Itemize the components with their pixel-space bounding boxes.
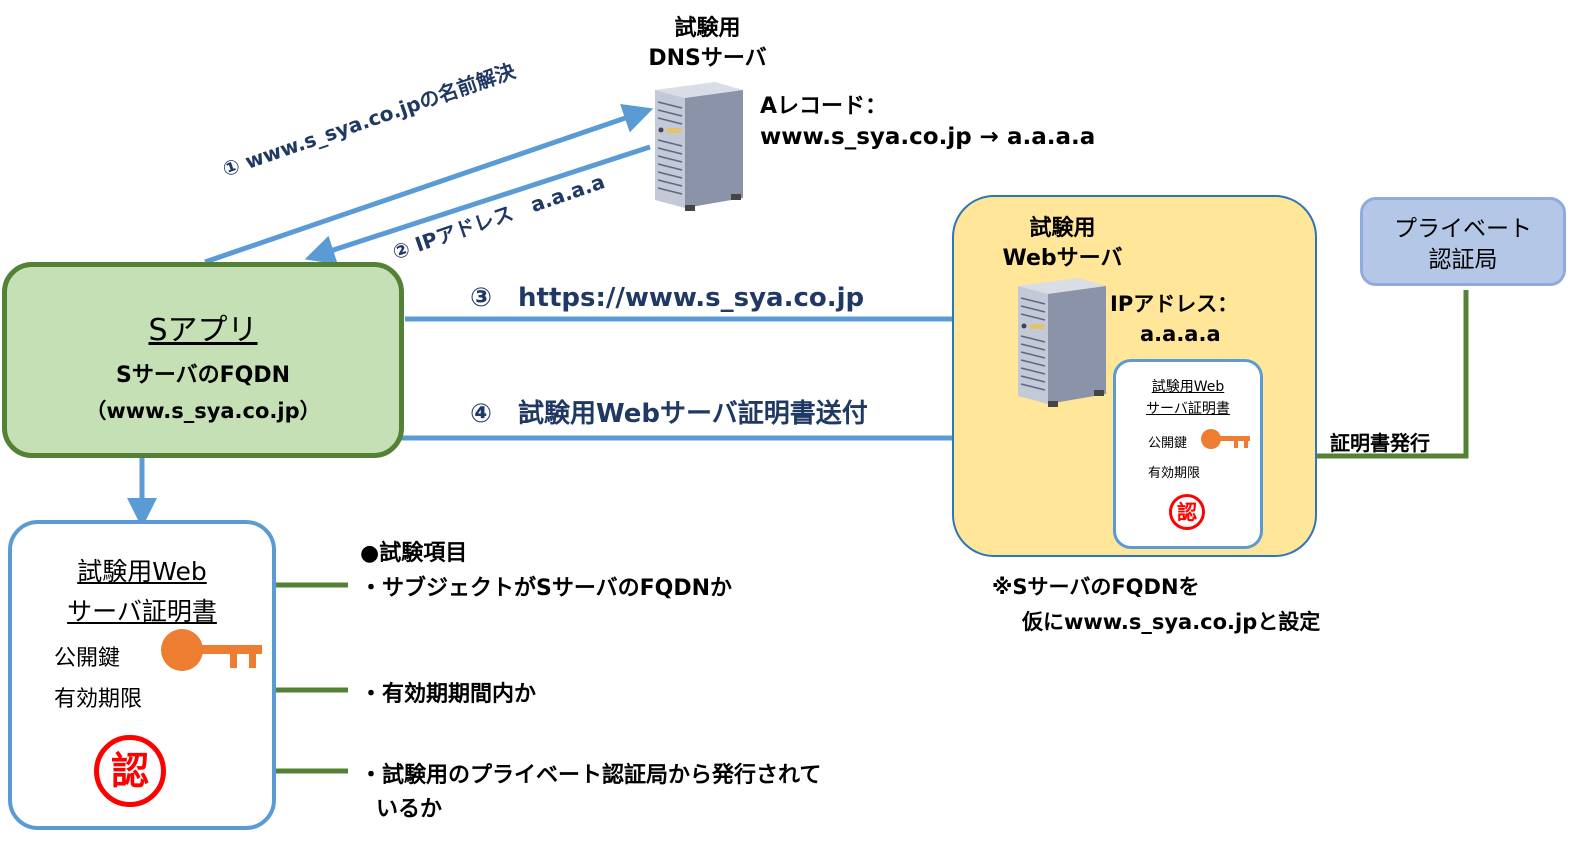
arrow-step2 <box>304 144 651 265</box>
note-line2: 仮にwww.s_sya.co.jpと設定 <box>1022 610 1321 634</box>
s-app-box: Sアプリ SサーバのFQDN （www.s_sya.co.jp） <box>2 262 404 458</box>
private-ca-line1: プライベート <box>1394 216 1532 242</box>
test-item-issuer: ・試験用のプライベート認証局から発行されて <box>360 763 822 788</box>
private-ca-box: プライベート 認証局 <box>1360 197 1566 286</box>
dns-record-value: www.s_sya.co.jp → a.a.a.a <box>760 124 1096 150</box>
s-app-fqdn: SサーバのFQDN <box>115 363 291 388</box>
big-cert-validity: 有効期限 <box>54 687 143 712</box>
web-cert-validity: 有効期限 <box>1148 466 1201 481</box>
web-cert-key-icon <box>1201 429 1250 449</box>
web-cert-pubkey: 公開鍵 <box>1148 436 1188 451</box>
web-cert-seal: 認 <box>1169 494 1205 530</box>
test-item-subject: ・サブジェクトがSサーバのFQDNか <box>360 576 733 601</box>
cert-issue-label: 証明書発行 <box>1330 431 1430 455</box>
test-item-validity: ・有効期期間内か <box>360 682 537 707</box>
web-cert-seal-text: 認 <box>1177 500 1197 524</box>
big-cert-title-line1: 試験用Web <box>77 557 207 586</box>
s-app-title: Sアプリ <box>148 313 258 348</box>
tests-heading: ●試験項目 <box>360 541 468 566</box>
private-ca-line2: 認証局 <box>1428 247 1498 273</box>
web-ip-label: IPアドレス： <box>1110 292 1239 316</box>
dns-title-line2: DNSサーバ <box>648 46 767 71</box>
s-app-domain: （www.s_sya.co.jp） <box>85 399 321 423</box>
dns-record-label: Aレコード： <box>760 94 888 119</box>
arrow-ca-issue <box>1258 290 1469 471</box>
web-ip-value: a.a.a.a <box>1140 322 1221 346</box>
dns-server-icon <box>655 82 743 211</box>
step4-label: ④ 試験用Webサーバ証明書送付 <box>470 399 868 429</box>
dns-title: 試験用 DNSサーバ <box>615 14 800 74</box>
step3-label: ③ https://www.s_sya.co.jp <box>470 283 865 313</box>
big-cert-pubkey: 公開鍵 <box>54 646 121 671</box>
note-line1: ※SサーバのFQDNを <box>992 575 1200 599</box>
test-item-issuer-cont: いるか <box>376 797 443 822</box>
dns-title-line1: 試験用 <box>674 16 741 41</box>
arrow-step1 <box>204 103 654 265</box>
web-cert-title-line1: 試験用Web <box>1151 379 1225 395</box>
big-cert-seal-text: 認 <box>110 749 149 793</box>
web-title-line2: Webサーバ <box>1002 246 1123 271</box>
big-cert-seal: 認 <box>94 735 166 807</box>
web-cert-title-line2: サーバ証明書 <box>1146 401 1230 417</box>
web-title: 試験用 Webサーバ <box>970 214 1155 274</box>
web-cert-card: 試験用Web サーバ証明書 公開鍵 有効期限 認 <box>1113 359 1263 549</box>
big-cert-title-line2: サーバ証明書 <box>67 597 217 626</box>
big-cert-key-icon <box>161 629 262 671</box>
big-cert-card: 試験用Web サーバ証明書 公開鍵 有効期限 認 <box>8 520 276 830</box>
web-title-line1: 試験用 <box>1029 216 1096 241</box>
web-server-icon <box>1018 278 1106 407</box>
